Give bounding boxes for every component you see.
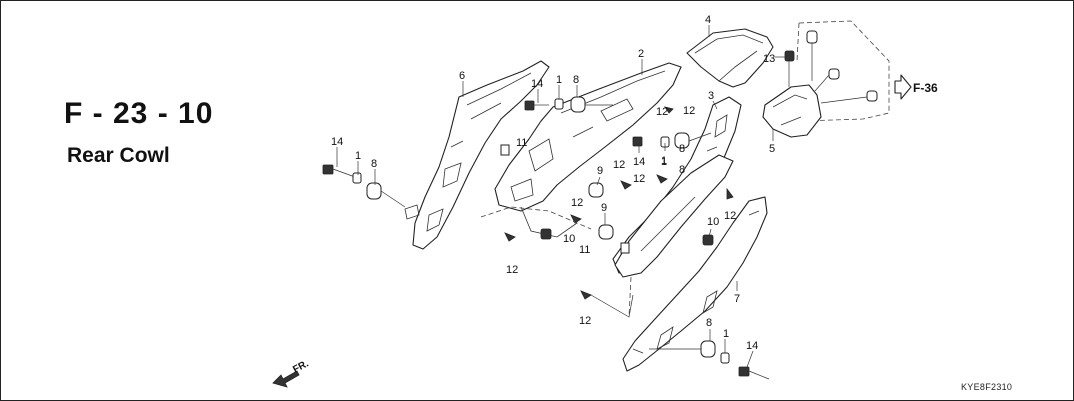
bolt-icon	[632, 136, 643, 147]
callout-12-right: 12	[724, 210, 736, 222]
callout-labels: 4 13 5 2 6 14 1 8 12 3 11 14 1 8 14 1 8 …	[331, 14, 775, 352]
callout-8-upper: 8	[573, 74, 579, 86]
screw-icon	[504, 232, 516, 242]
front-direction-label: FR.	[291, 358, 311, 375]
callout-4: 4	[705, 14, 711, 26]
callout-14-middle: 14	[633, 156, 645, 168]
collar-icon	[554, 98, 564, 110]
clip-icon	[500, 144, 510, 156]
callout-1-middle: 1	[661, 155, 667, 167]
callout-8-lower: 8	[706, 317, 712, 329]
callout-8-middle: 8	[679, 143, 685, 155]
bolt-icon	[524, 100, 535, 111]
part-side-cover-left[interactable]	[404, 60, 550, 250]
bolt-icon	[540, 228, 552, 240]
cross-reference-label: F-36	[913, 81, 938, 95]
screw-icon	[570, 214, 582, 224]
callout-8-right: 8	[679, 164, 685, 176]
callout-3: 3	[708, 90, 714, 102]
callout-12-lower-left: 12	[506, 264, 518, 276]
callout-11-upper: 11	[516, 137, 527, 149]
leader-lines	[336, 25, 785, 368]
callout-12-upper: 12	[683, 105, 695, 117]
hardware-group	[322, 50, 795, 380]
callout-11-lower: 11	[579, 244, 590, 256]
part-side-cover-right[interactable]	[622, 196, 768, 372]
screw-icon	[726, 187, 734, 200]
callout-12-center-a: 12	[613, 159, 625, 171]
screw-icon	[620, 180, 632, 190]
callout-10-left: 10	[563, 233, 575, 245]
callout-6: 6	[459, 70, 465, 82]
screw-icon	[580, 290, 592, 300]
callout-14-left: 14	[331, 136, 343, 148]
callout-13: 13	[763, 53, 775, 65]
bolt-icon	[784, 50, 795, 62]
grommet-icon	[674, 132, 690, 149]
callout-12-center-b: 12	[571, 197, 583, 209]
clip-icon	[620, 242, 630, 254]
callout-14-lower: 14	[746, 340, 758, 352]
grommet-icon	[588, 182, 604, 198]
callout-14-upper: 14	[531, 78, 543, 90]
collar-icon	[352, 172, 362, 184]
callout-10-right: 10	[707, 216, 719, 228]
cross-reference-arrow[interactable]: F-36	[894, 74, 938, 100]
callout-12-center-c: 12	[633, 173, 645, 185]
screw-icon	[664, 106, 674, 114]
callout-12-top: 12	[656, 106, 668, 118]
callout-1-left: 1	[355, 150, 361, 162]
bolt-icon	[738, 366, 750, 377]
diagram-code: F - 23 - 10	[64, 97, 214, 130]
callout-7: 7	[734, 293, 740, 305]
diagram-name: Rear Cowl	[67, 144, 170, 167]
screw-icon	[656, 174, 668, 184]
grommet-icon	[570, 96, 586, 113]
part-center-bracket[interactable]	[614, 154, 734, 278]
front-direction-arrow: FR.	[272, 358, 311, 388]
callout-5: 5	[769, 143, 775, 155]
part-top-cover[interactable]	[686, 28, 774, 88]
callout-9-lower: 9	[601, 202, 607, 214]
part-rear-cowl-upper[interactable]	[494, 62, 682, 238]
callout-9-upper: 9	[597, 165, 603, 177]
collar-icon	[720, 352, 730, 364]
callout-12-bottom: 12	[579, 315, 591, 327]
callout-8-left: 8	[371, 158, 377, 170]
bolt-icon	[702, 234, 714, 246]
reference-code: KYE8F2310	[961, 382, 1013, 392]
grommet-icon	[598, 224, 614, 240]
grommet-icon	[700, 340, 716, 358]
callout-1-lower: 1	[723, 328, 729, 340]
callout-1-right: 1	[661, 156, 667, 168]
bolt-icon	[322, 164, 356, 178]
grommet-icon	[366, 182, 382, 200]
callout-1-upper: 1	[556, 74, 562, 86]
callout-2: 2	[638, 48, 644, 60]
part-rear-bracket[interactable]	[762, 20, 890, 138]
